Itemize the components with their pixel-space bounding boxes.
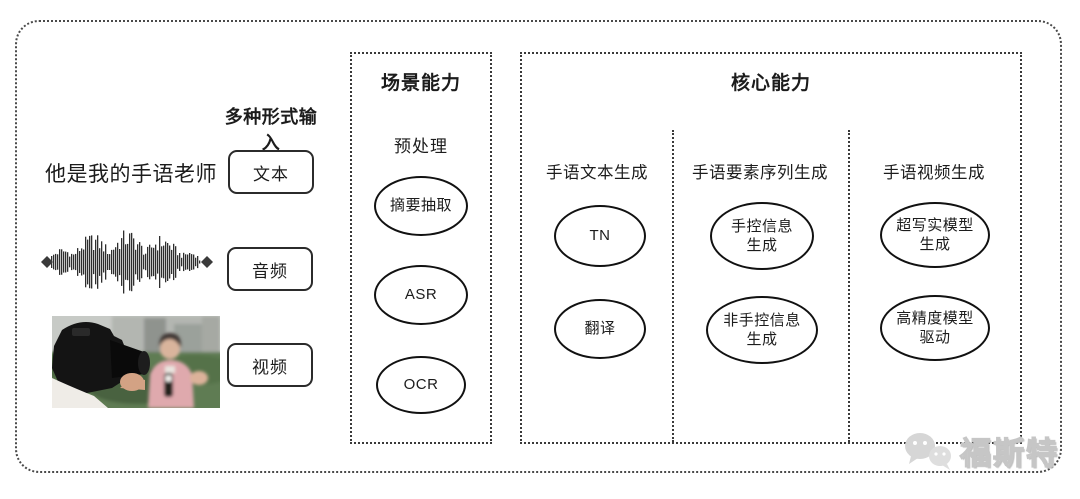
- node-translation: 翻译: [554, 299, 646, 359]
- input-type-audio-box: 音频: [227, 247, 313, 291]
- watermark-text: 福斯特: [959, 435, 1059, 471]
- column-divider-1: [672, 130, 674, 442]
- column-header-text-generation: 手语文本生成: [546, 164, 648, 182]
- sample-sentence-text: 他是我的手语老师: [45, 163, 217, 186]
- node-ocr: OCR: [376, 356, 466, 414]
- wechat-bubbles-icon: [905, 432, 951, 470]
- column-header-element-sequence-generation: 手语要素序列生成: [692, 164, 828, 182]
- node-manual-info-generation: 手控信息 生成: [710, 202, 814, 270]
- input-section-label: 多种形式输入: [224, 107, 318, 153]
- audio-waveform-icon: [41, 230, 213, 294]
- node-hyperrealistic-model-generation: 超写实模型 生成: [880, 202, 990, 268]
- node-asr: ASR: [374, 265, 468, 325]
- preprocess-label: 预处理: [394, 137, 448, 156]
- scene-capability-box: 场景能力 预处理 摘要抽取 ASR OCR: [350, 52, 492, 444]
- column-divider-2: [848, 130, 850, 442]
- node-high-precision-model-driving: 高精度模型 驱动: [880, 295, 990, 361]
- scene-box-title: 场景能力: [380, 73, 461, 94]
- column-header-video-generation: 手语视频生成: [883, 164, 985, 182]
- input-type-text-box: 文本: [228, 150, 314, 194]
- outer-frame: [15, 20, 1062, 473]
- core-capability-box: 核心能力 手语文本生成 手语要素序列生成 手语视频生成 TN 翻译 手控信息 生…: [520, 52, 1022, 444]
- node-non-manual-info-generation: 非手控信息 生成: [706, 296, 818, 364]
- watermark: 福斯特: [902, 428, 1059, 473]
- node-tn: TN: [554, 205, 646, 267]
- core-box-title: 核心能力: [730, 73, 811, 94]
- input-type-video-box: 视频: [227, 343, 313, 387]
- reporter-scene-illustration: [52, 316, 220, 408]
- node-summary-extraction: 摘要抽取: [374, 176, 468, 236]
- video-frame-photo: [52, 316, 220, 408]
